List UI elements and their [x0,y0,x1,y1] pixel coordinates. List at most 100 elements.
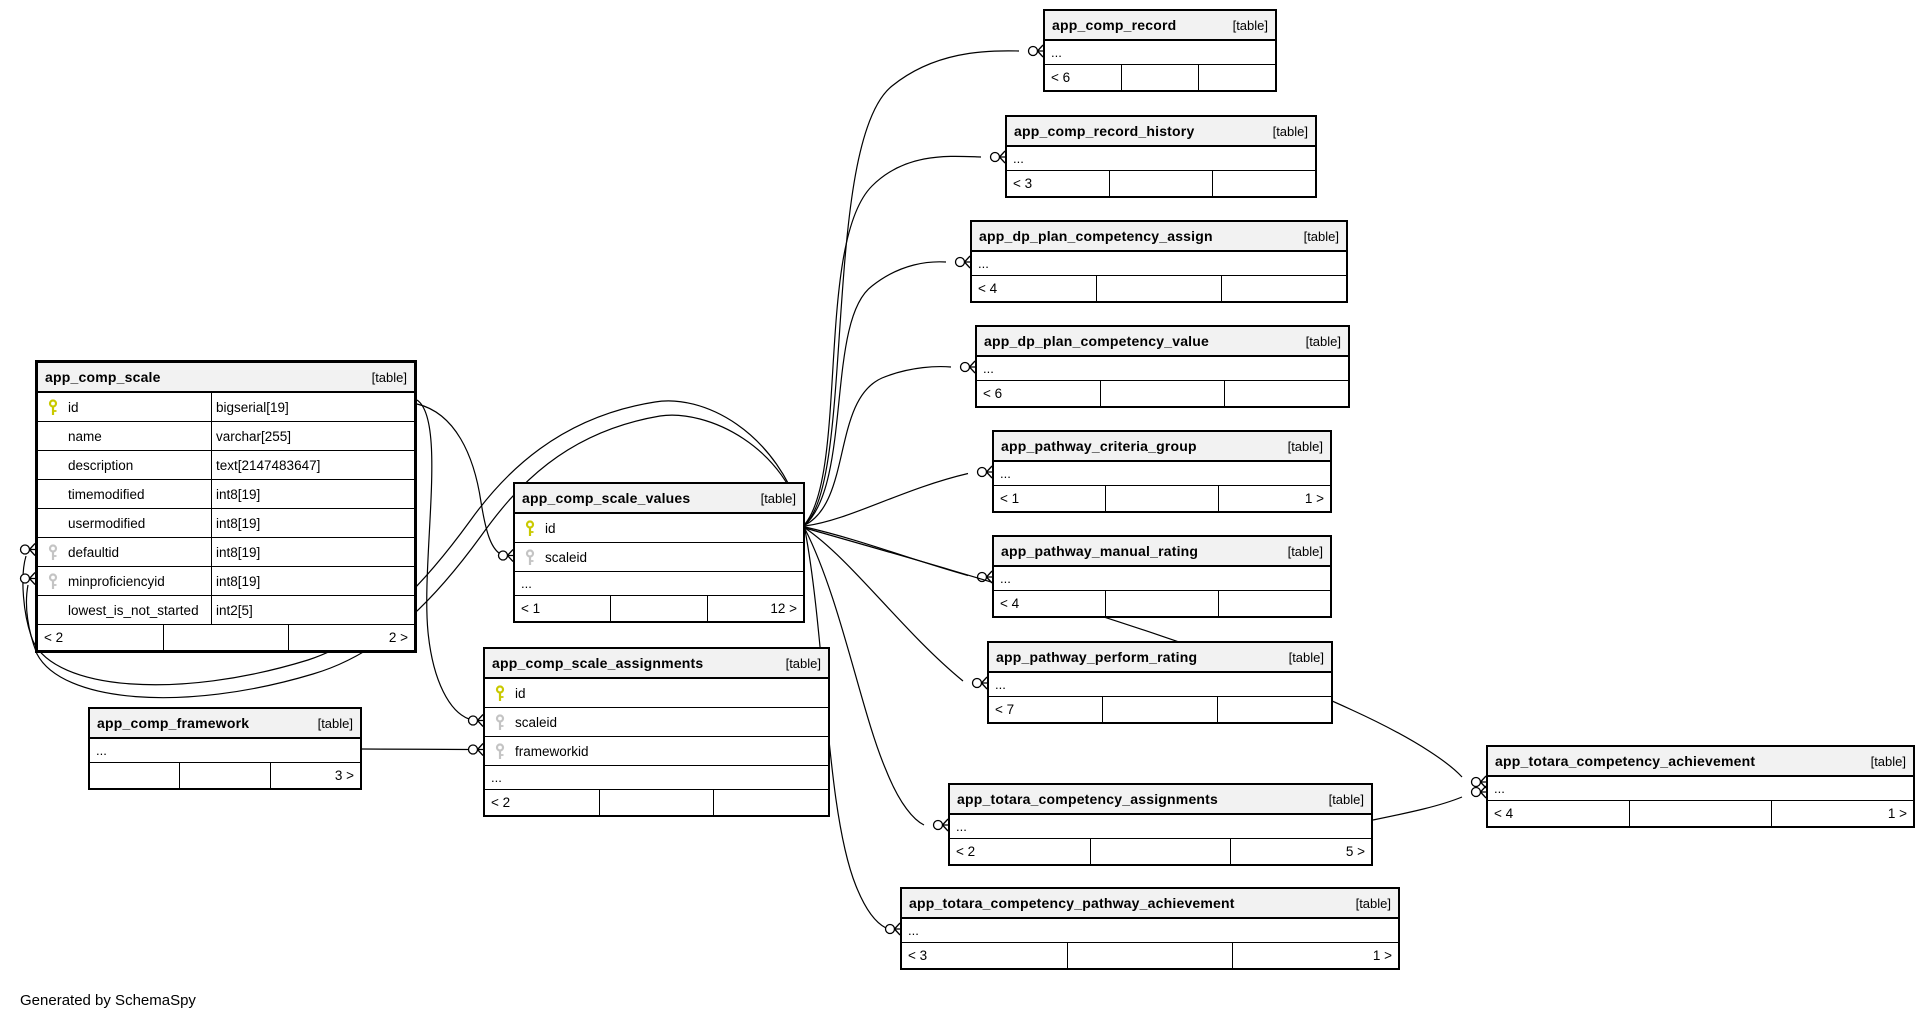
table-tag: [table] [1303,228,1339,244]
column-type: int2[5] [211,596,414,624]
hidden-columns-ellipsis: ... [989,673,1331,697]
table-app_pathway_manual_rating: app_pathway_manual_rating[table]...< 4 [992,535,1332,618]
crow-foot-connector-icon [467,743,484,756]
table-app_comp_record_history: app_comp_record_history[table]...< 3 [1005,115,1317,198]
table-name[interactable]: app_pathway_criteria_group [1001,438,1197,454]
table-name[interactable]: app_totara_competency_assignments [957,791,1219,807]
table-name[interactable]: app_comp_scale_assignments [492,655,704,671]
table-name[interactable]: app_comp_scale [45,369,161,385]
table-header-app_pathway_perform_rating[interactable]: app_pathway_perform_rating[table] [989,643,1331,673]
crow-foot-connector-icon [971,676,988,690]
parents-count: < 6 [983,386,1003,401]
column-type: int8[19] [211,480,414,508]
children-count [1212,171,1315,196]
table-header-app_totara_competency_pathway_achievement[interactable]: app_totara_competency_pathway_achievemen… [902,889,1398,919]
parents-count: < 1 [1000,491,1020,506]
parents-count: < 3 [1013,176,1033,191]
parents-count: < 1 [521,601,541,616]
table-name[interactable]: app_comp_record [1052,17,1177,33]
column-name: description [68,457,134,473]
table-header-app_comp_scale[interactable]: app_comp_scale [table] [38,363,414,393]
table-header-app_comp_framework[interactable]: app_comp_framework[table] [90,709,360,739]
children-count: 1 > [1771,801,1913,826]
footer-spacer [1105,591,1217,616]
parents-count: < 3 [908,948,928,963]
table-footer: < 1 1 > [994,486,1330,511]
footer-spacer [1105,486,1217,511]
column-type: int8[19] [211,567,414,595]
column-row-frameworkid: frameworkid [485,737,828,766]
table-header-app_comp_scale_assignments[interactable]: app_comp_scale_assignments [table] [485,649,828,679]
hidden-columns-ellipsis: ... [515,572,803,596]
table-header-app_dp_plan_competency_assign[interactable]: app_dp_plan_competency_assign [table] [972,222,1346,252]
table-name[interactable]: app_totara_competency_pathway_achievemen… [909,895,1235,911]
table-footer: < 4 [994,591,1330,616]
table-name[interactable]: app_dp_plan_competency_value [984,333,1210,349]
footer-spacer [610,596,706,621]
table-tag: [table] [1272,123,1308,139]
table-header-app_pathway_criteria_group[interactable]: app_pathway_criteria_group [table] [994,432,1330,462]
primary-key-icon [525,519,535,536]
foreign-key-icon [495,742,505,759]
table-footer: < 6 [977,381,1348,406]
relationship-edge-7 [804,261,947,526]
children-count: 2 > [288,625,414,650]
footer-spacer [162,625,289,650]
hidden-columns-ellipsis: ... [1488,777,1913,801]
table-name[interactable]: app_comp_record_history [1014,123,1195,139]
table-header-app_totara_competency_assignments[interactable]: app_totara_competency_assignments[table] [950,785,1371,815]
footer-spacer [598,790,714,815]
table-name[interactable]: app_pathway_manual_rating [1001,543,1199,559]
table-header-app_dp_plan_competency_value[interactable]: app_dp_plan_competency_value[table] [977,327,1348,357]
hidden-columns-ellipsis: ... [90,739,360,763]
table-header-app_totara_competency_achievement[interactable]: app_totara_competency_achievement[table] [1488,747,1913,777]
children-count: 1 > [1217,486,1330,511]
children-count: 3 > [269,763,360,788]
table-name[interactable]: app_totara_competency_achievement [1495,753,1756,769]
column-name: scaleid [515,714,558,730]
key-cell [485,684,515,702]
table-name[interactable]: app_pathway_perform_rating [996,649,1198,665]
footer-spacer [1109,171,1212,196]
relationship-edge-5 [804,50,1020,525]
table-tag: [table] [785,655,821,671]
table-tag: [table] [371,369,407,385]
table-header-app_comp_scale_values[interactable]: app_comp_scale_values[table] [515,484,803,514]
children-count [1224,381,1348,406]
hidden-columns-ellipsis: ... [1045,41,1275,65]
table-tag: [table] [1287,438,1323,454]
table-header-app_comp_record[interactable]: app_comp_record[table] [1045,11,1275,41]
crow-foot-connector-icon [467,714,484,727]
column-row-id: id [515,514,803,543]
column-name: name [68,428,102,444]
table-header-app_comp_record_history[interactable]: app_comp_record_history [table] [1007,117,1315,147]
key-cell [38,398,68,416]
relationship-edge-14 [804,529,887,929]
crow-foot-connector-icon [1470,775,1487,789]
footer-spacer [1096,276,1221,301]
table-app_comp_record: app_comp_record[table]...< 6 [1043,9,1277,92]
table-name[interactable]: app_dp_plan_competency_assign [979,228,1213,244]
table-name[interactable]: app_comp_scale_values [522,490,691,506]
hidden-columns-ellipsis: ... [994,567,1330,591]
crow-foot-connector-icon [1027,44,1044,58]
table-app_pathway_perform_rating: app_pathway_perform_rating[table]...< 7 [987,641,1333,724]
table-footer: 3 > [90,763,360,788]
hidden-columns-ellipsis: ... [994,462,1330,486]
crow-foot-connector-icon [959,360,976,374]
table-name[interactable]: app_comp_framework [97,715,250,731]
column-name: id [68,399,79,415]
children-count: 1 > [1232,943,1398,968]
relationship-edge-9 [804,472,969,527]
relationship-edge-13 [804,528,925,826]
column-name: minproficiencyid [68,573,165,589]
table-header-app_pathway_manual_rating[interactable]: app_pathway_manual_rating[table] [994,537,1330,567]
column-name: id [515,685,526,701]
